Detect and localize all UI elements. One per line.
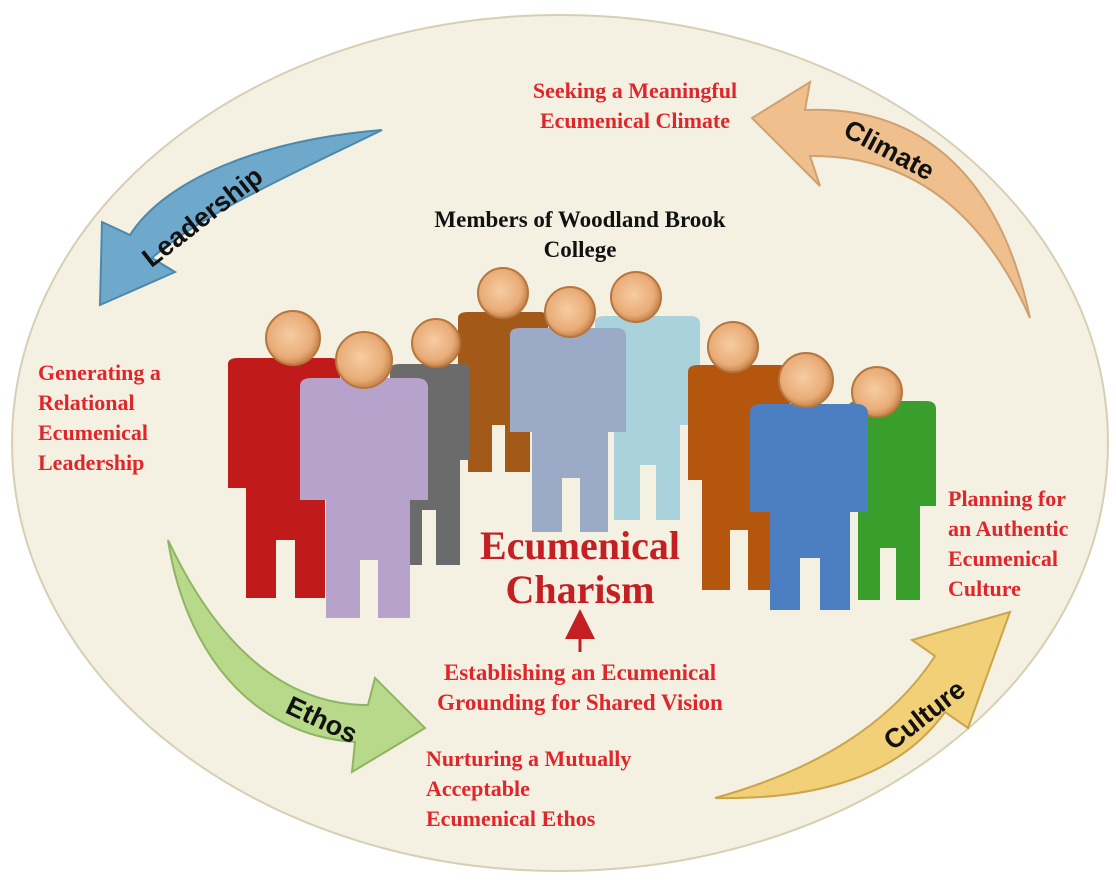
leadership-stage-text: Generating a Relational Ecumenical Leade…	[38, 360, 161, 475]
center-title: Ecumenical Charism	[480, 523, 680, 612]
person-figure	[750, 352, 868, 610]
climate-stage-text: Seeking a Meaningful Ecumenical Climate	[532, 78, 738, 133]
people-group	[228, 267, 936, 618]
ethos-stage-text: Nurturing a Mutually Acceptable Ecumenic…	[426, 746, 632, 831]
person-figure	[848, 366, 936, 600]
group-title: Members of Woodland Brook College	[434, 207, 726, 262]
person-figure	[300, 331, 428, 618]
person-figure	[510, 286, 626, 532]
culture-stage-text: Planning for an Authentic Ecumenical Cul…	[948, 486, 1069, 601]
center-caption: Establishing an Ecumenical Grounding for…	[437, 660, 723, 715]
